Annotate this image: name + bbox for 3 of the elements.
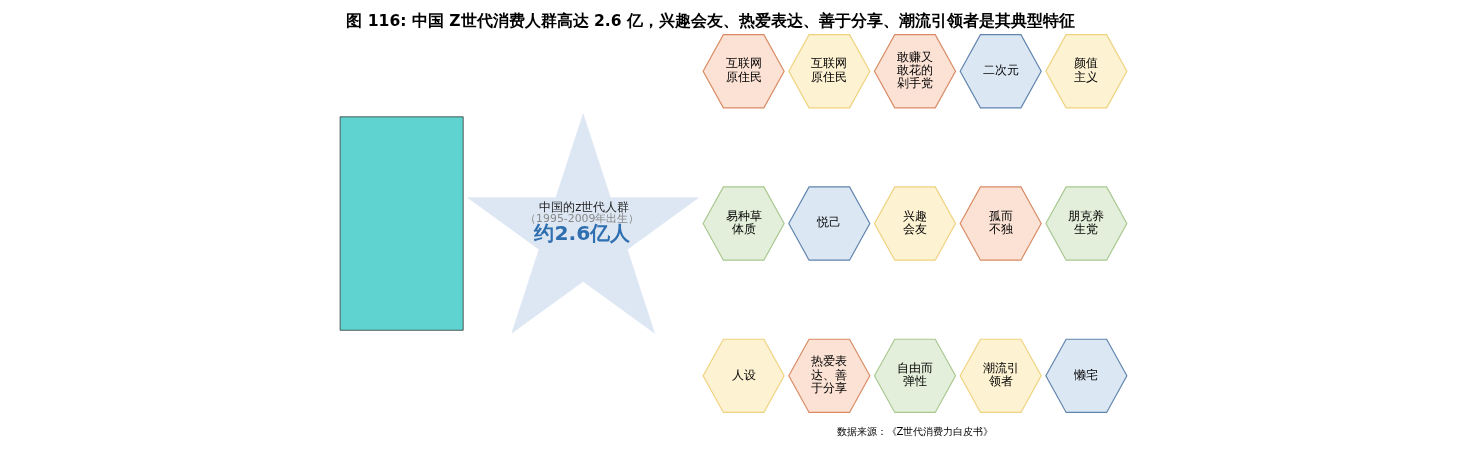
diagram-title: 图 116: 中国 Z世代消费人群高达 2.6 亿，兴趣会友、热爱表达、善于分享、潮流引领者是其典型特征 <box>346 12 1075 31</box>
node-box <box>339 116 464 331</box>
label: 数据来源：《Z世代消费力白皮书》 <box>836 426 994 438</box>
